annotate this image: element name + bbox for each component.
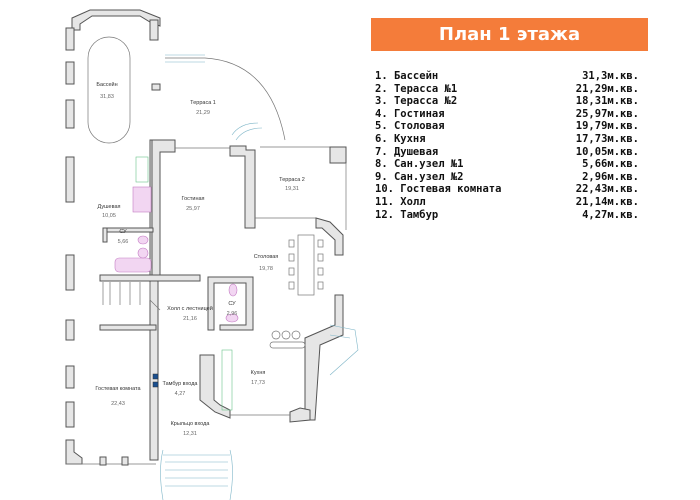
legend-room-name: 8. Сан.узел №1 [375, 158, 464, 171]
legend-room-name: 9. Сан.узел №2 [375, 170, 464, 183]
room-label: Тамбур входа [162, 381, 198, 387]
legend-room-area: 21,29м.кв. [575, 82, 639, 95]
legend-row: 2. Терасса №1 21,29м.кв. [375, 83, 639, 96]
legend-row: 1. Бассейн 31,3м.кв. [375, 70, 639, 83]
room-label: Холл с лестницей [167, 305, 213, 312]
legend-row: 7. Душевая 10,05м.кв. [375, 146, 639, 159]
legend-room-name: 6. Кухня [375, 132, 426, 145]
legend-row: 3. Терасса №2 18,31м.кв. [375, 95, 639, 108]
room-label: Кухня [251, 370, 266, 376]
room-area: 19,78 [259, 266, 273, 272]
legend-room-name: 4. Гостиная [375, 107, 445, 120]
room-label: СУ [228, 301, 236, 307]
legend-room-area: 10,05м.кв. [575, 145, 639, 158]
legend-room-name: 12. Тамбур [375, 208, 439, 221]
legend-row: 6. Кухня 17,73м.кв. [375, 133, 639, 146]
room-area: 2,96 [227, 311, 238, 317]
legend-room-name: 2. Терасса №1 [375, 82, 458, 95]
legend-room-area: 17,73м.кв. [575, 132, 639, 145]
room-area: 12,31 [183, 431, 197, 437]
room-legend: 1. Бассейн 31,3м.кв. 2. Терасса №1 21,29м.… [375, 70, 639, 221]
room-area: 21,16 [183, 316, 197, 322]
room-label: Гостевая комната [95, 386, 141, 392]
room-area: 31,83 [100, 94, 114, 100]
legend-row: 11. Холл 21,14м.кв. [375, 196, 639, 209]
legend-room-name: 7. Душевая [375, 145, 439, 158]
legend-row: 9. Сан.узел №2 2,96м.кв. [375, 171, 639, 184]
legend-room-name: 3. Терасса №2 [375, 95, 458, 108]
legend-room-name: 1. Бассейн [375, 70, 439, 82]
room-area: 10,05 [102, 213, 116, 219]
room-label: Бассейн [96, 81, 117, 88]
room-area: 5,66 [118, 239, 129, 245]
pool [87, 36, 131, 144]
room-label: Гостиная [181, 196, 204, 202]
room-area: 22,43 [111, 401, 125, 407]
room-area: 21,29 [196, 110, 210, 116]
legend-room-area: 2,96м.кв. [582, 170, 639, 183]
legend-room-area: 22,43м.кв. [575, 183, 639, 196]
legend-room-area: 21,14м.кв. [575, 195, 639, 208]
room-area: 19,31 [285, 186, 299, 192]
legend-room-area: 19,79м.кв. [575, 120, 639, 133]
room-label: Крыльцо входа [171, 421, 211, 427]
room-label: Столовая [254, 254, 279, 260]
room-area: 4,27 [175, 391, 186, 397]
legend-room-area: 4,27м.кв. [582, 208, 639, 221]
legend-row: 5. Столовая 19,79м.кв. [375, 120, 639, 133]
legend-row: 4. Гостиная 25,97м.кв. [375, 108, 639, 121]
legend-room-area: 18,31м.кв. [575, 95, 639, 108]
walls [65, 9, 359, 500]
legend-row: 10. Гостевая комната 22,43м.кв. [375, 183, 639, 196]
legend-room-area: 31,3м.кв. [582, 70, 639, 82]
legend-row: 8. Сан.узел №1 5,66м.кв. [375, 158, 639, 171]
dining-table [297, 234, 315, 296]
legend-room-name: 5. Столовая [375, 120, 445, 133]
legend-row: 12. Тамбур 4,27м.кв. [375, 209, 639, 222]
room-area: 17,73 [251, 380, 265, 386]
room-label: Терраса 1 [190, 100, 216, 106]
room-labels: Бассейн 31,83 Терраса 1 21,29 Терраса 2 … [95, 81, 304, 437]
legend-room-area: 5,66м.кв. [582, 158, 639, 171]
room-label: СУ [119, 229, 127, 235]
room-label: Терраса 2 [279, 177, 305, 183]
legend-room-name: 11. Холл [375, 195, 426, 208]
room-area: 25,97 [186, 206, 200, 212]
legend-room-area: 25,97м.кв. [575, 107, 639, 120]
room-label: Душевая [98, 204, 121, 210]
legend-room-name: 10. Гостевая комната [375, 183, 502, 196]
plan-title: План 1 этажа [371, 18, 648, 51]
